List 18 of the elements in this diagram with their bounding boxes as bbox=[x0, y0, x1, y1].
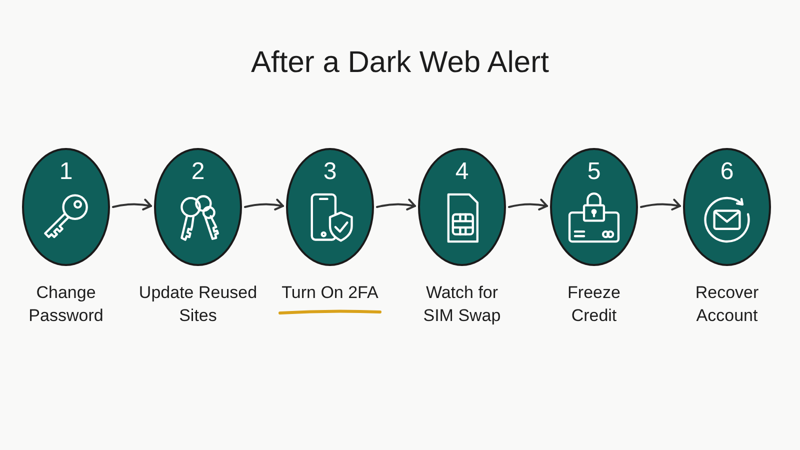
step-caption: Change Password bbox=[28, 282, 104, 327]
step-number: 4 bbox=[455, 159, 469, 185]
step-caption: Recover Account bbox=[694, 282, 760, 327]
step-caption: Watch for SIM Swap bbox=[422, 282, 502, 327]
arrow bbox=[244, 198, 284, 211]
step-number: 2 bbox=[191, 159, 205, 185]
step-number: 3 bbox=[323, 159, 337, 185]
diagram-title: After a Dark Web Alert bbox=[251, 45, 549, 81]
step-number: 1 bbox=[59, 159, 73, 185]
arrow bbox=[112, 198, 152, 211]
arrow bbox=[508, 198, 548, 211]
step-caption: Update Reused Sites bbox=[138, 282, 258, 327]
step-caption: Turn On 2FA bbox=[282, 282, 378, 304]
step-number: 5 bbox=[587, 159, 601, 185]
arrow bbox=[376, 198, 416, 211]
step-caption: Freeze Credit bbox=[566, 282, 622, 327]
step-number: 6 bbox=[720, 159, 734, 185]
arrow bbox=[640, 198, 681, 211]
